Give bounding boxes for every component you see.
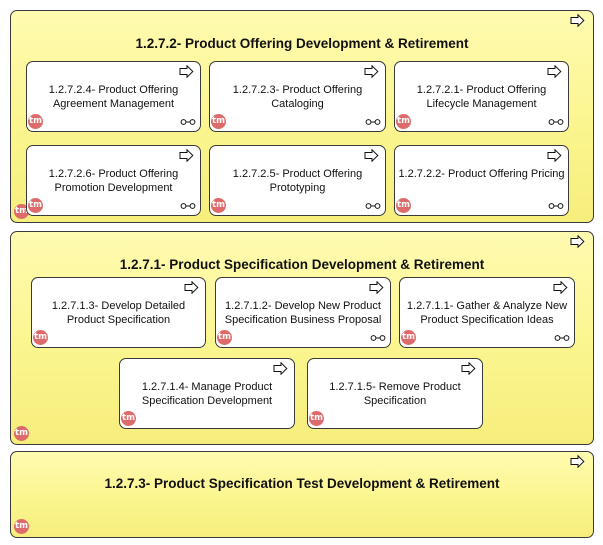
card-1-2-7-1-4[interactable]: 1.2.7.1.4- Manage Product Specification … [119, 358, 295, 429]
link-icon [548, 203, 564, 209]
tm-badge: tm [401, 330, 416, 345]
card-1-2-7-2-1[interactable]: 1.2.7.2.1- Product Offering Lifecycle Ma… [394, 61, 569, 132]
arrow-icon [273, 362, 288, 375]
arrow-icon [179, 65, 194, 78]
arrow-icon [547, 65, 562, 78]
tm-badge: tm [14, 426, 29, 441]
tm-badge: tm [121, 411, 136, 426]
card-1-2-7-2-5[interactable]: 1.2.7.2.5- Product Offering Prototyping … [209, 145, 386, 216]
arrow-icon [364, 149, 379, 162]
arrow-icon [570, 14, 585, 27]
tm-badge: tm [396, 114, 411, 129]
arrow-icon [369, 281, 384, 294]
card-label: 1.2.7.1.1- Gather & Analyze New Product … [406, 300, 568, 326]
group-title: 1.2.7.3- Product Specification Test Deve… [104, 476, 500, 491]
group-title: 1.2.7.2- Product Offering Development & … [135, 36, 469, 51]
card-label: 1.2.7.2.6- Product Offering Promotion De… [48, 168, 179, 194]
card-label: 1.2.7.2.2- Product Offering Pricing [398, 168, 565, 180]
tm-badge: tm [33, 330, 48, 345]
tm-badge: tm [217, 330, 232, 345]
card-label: 1.2.7.2.4- Product Offering Agreement Ma… [48, 84, 179, 110]
tm-badge: tm [211, 198, 226, 213]
card-label: 1.2.7.1.5- Remove Product Specification [329, 381, 461, 407]
card-1-2-7-2-6[interactable]: 1.2.7.2.6- Product Offering Promotion De… [26, 145, 201, 216]
card-1-2-7-1-3[interactable]: 1.2.7.1.3- Develop Detailed Product Spec… [31, 277, 206, 348]
card-1-2-7-1-1[interactable]: 1.2.7.1.1- Gather & Analyze New Product … [399, 277, 575, 348]
arrow-icon [570, 455, 585, 468]
link-icon [180, 203, 196, 209]
card-label: 1.2.7.2.5- Product Offering Prototyping [232, 168, 363, 194]
card-1-2-7-1-2[interactable]: 1.2.7.1.2- Develop New Product Specifica… [215, 277, 391, 348]
link-icon [365, 119, 381, 125]
card-1-2-7-2-3[interactable]: 1.2.7.2.3- Product Offering Cataloging t… [209, 61, 386, 132]
link-icon [548, 119, 564, 125]
link-icon [365, 203, 381, 209]
arrow-icon [570, 235, 585, 248]
arrow-icon [364, 65, 379, 78]
group-product-specification-development[interactable]: 1.2.7.1- Product Specification Developme… [10, 231, 594, 445]
link-icon [180, 119, 196, 125]
tm-badge: tm [211, 114, 226, 129]
card-1-2-7-2-2[interactable]: 1.2.7.2.2- Product Offering Pricing tm [394, 145, 569, 216]
card-label: 1.2.7.1.2- Develop New Product Specifica… [224, 300, 382, 326]
arrow-icon [179, 149, 194, 162]
group-product-specification-test-development[interactable]: 1.2.7.3- Product Specification Test Deve… [10, 451, 594, 538]
card-label: 1.2.7.1.4- Manage Product Specification … [141, 381, 273, 407]
card-label: 1.2.7.1.3- Develop Detailed Product Spec… [51, 300, 186, 326]
card-1-2-7-2-4[interactable]: 1.2.7.2.4- Product Offering Agreement Ma… [26, 61, 201, 132]
arrow-icon [184, 281, 199, 294]
tm-badge: tm [396, 198, 411, 213]
arrow-icon [547, 149, 562, 162]
link-icon [370, 335, 386, 341]
arrow-icon [461, 362, 476, 375]
tm-badge: tm [309, 411, 324, 426]
card-label: 1.2.7.2.1- Product Offering Lifecycle Ma… [416, 84, 547, 110]
card-1-2-7-1-5[interactable]: 1.2.7.1.5- Remove Product Specification … [307, 358, 483, 429]
card-label: 1.2.7.2.3- Product Offering Cataloging [232, 84, 363, 110]
tm-badge: tm [28, 114, 43, 129]
tm-badge: tm [14, 204, 29, 219]
tm-badge: tm [28, 198, 43, 213]
arrow-icon [553, 281, 568, 294]
group-product-offering-development[interactable]: 1.2.7.2- Product Offering Development & … [10, 10, 594, 223]
tm-badge: tm [14, 519, 29, 534]
link-icon [554, 335, 570, 341]
group-title: 1.2.7.1- Product Specification Developme… [119, 257, 485, 272]
